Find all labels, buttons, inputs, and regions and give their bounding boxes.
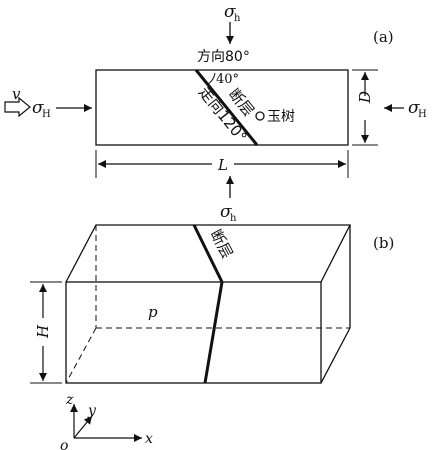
svg-text:h: h (230, 213, 237, 224)
velocity-arrow (4, 96, 31, 118)
map-view-block (95, 69, 349, 146)
svg-text:h: h (234, 13, 241, 24)
panel-label-a: (a) (373, 28, 394, 46)
direction-label: 方向80° (197, 49, 250, 65)
width-label-d: D (356, 91, 374, 104)
fault-trace-map (194, 69, 259, 146)
panel-label-b: (b) (373, 234, 394, 252)
angle-arc (207, 72, 216, 85)
sigma-h-bottom-label: σ h (220, 202, 237, 224)
x-axis-label: x (145, 431, 153, 447)
z-axis-label: z (65, 392, 74, 408)
sigma-h-top-label: σ h (224, 2, 241, 24)
sigma-H-left-label: σ H (32, 98, 51, 120)
origin-label: o (60, 438, 68, 450)
yushu-label: 玉树 (267, 109, 295, 125)
fault-plane-3d (192, 224, 224, 384)
svg-text:σ: σ (32, 98, 44, 118)
y-axis (73, 415, 93, 439)
length-label-l: L (217, 156, 228, 174)
yushu-marker (255, 111, 265, 121)
svg-text:H: H (418, 109, 427, 120)
svg-text:σ: σ (408, 98, 420, 118)
velocity-label: v (12, 85, 21, 103)
svg-text:σ: σ (224, 2, 236, 22)
sigma-H-right-label: σ H (408, 98, 427, 120)
block-3d (65, 224, 352, 384)
height-label-h: H (34, 324, 52, 339)
y-axis-label: y (87, 403, 97, 419)
svg-text:H: H (42, 109, 51, 120)
svg-text:σ: σ (220, 202, 232, 222)
coordinate-axes: z y x o (60, 392, 153, 450)
angle-label: 40° (216, 72, 239, 87)
pressure-label: p (148, 303, 158, 321)
